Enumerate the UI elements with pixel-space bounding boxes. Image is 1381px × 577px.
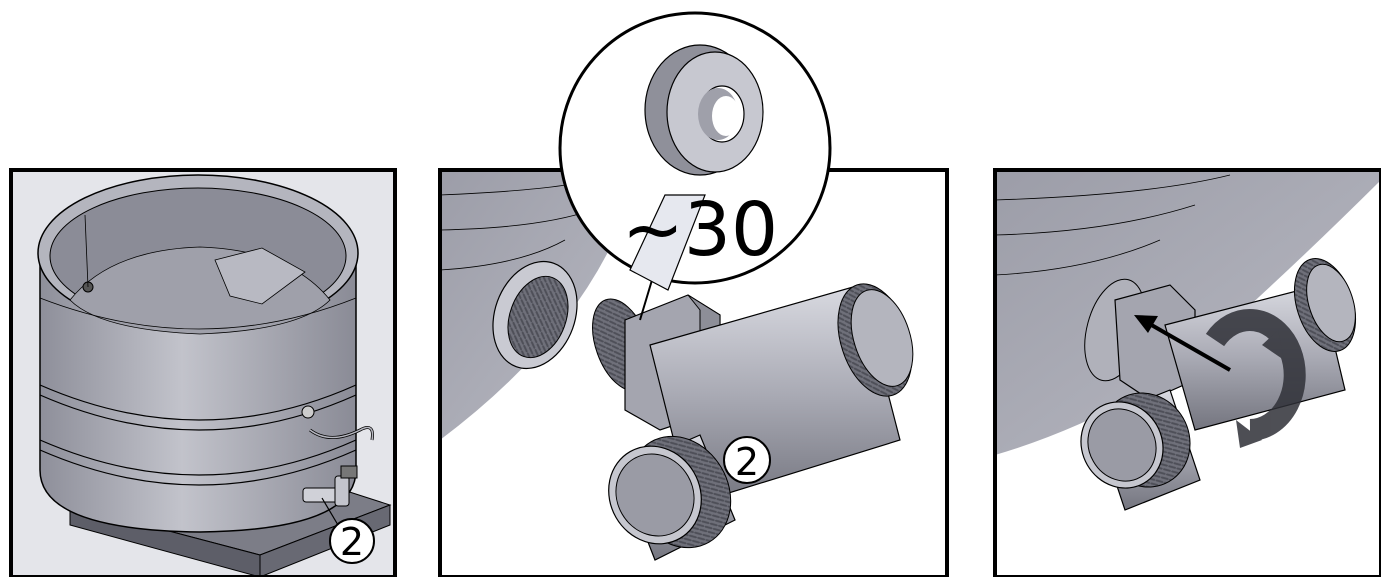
callout-2-panel-2: 2 <box>723 436 771 484</box>
installed-t-fitting <box>1080 258 1356 511</box>
wall-port <box>492 260 578 370</box>
t-fitting-small <box>302 465 358 507</box>
rotate-clockwise-icon <box>1205 309 1306 448</box>
push-arrow-icon <box>1134 315 1231 372</box>
zoom-detail-tape: ~30 <box>558 11 832 291</box>
panel-2-tape-fitting: ~30 2 <box>438 11 949 577</box>
callout-2-panel-1: 2 <box>329 518 375 564</box>
t-fitting <box>592 283 914 561</box>
panel-3-install-fitting <box>993 168 1381 577</box>
callout-number: 2 <box>340 520 364 564</box>
callout-number: 2 <box>735 440 759 484</box>
tape-wrap-count-label: ~30 <box>622 187 778 273</box>
thread-tape-roll-icon <box>644 44 764 176</box>
tape-strip <box>629 194 706 291</box>
tub <box>37 174 374 533</box>
panel-1-tub-overview: 2 <box>9 168 397 577</box>
